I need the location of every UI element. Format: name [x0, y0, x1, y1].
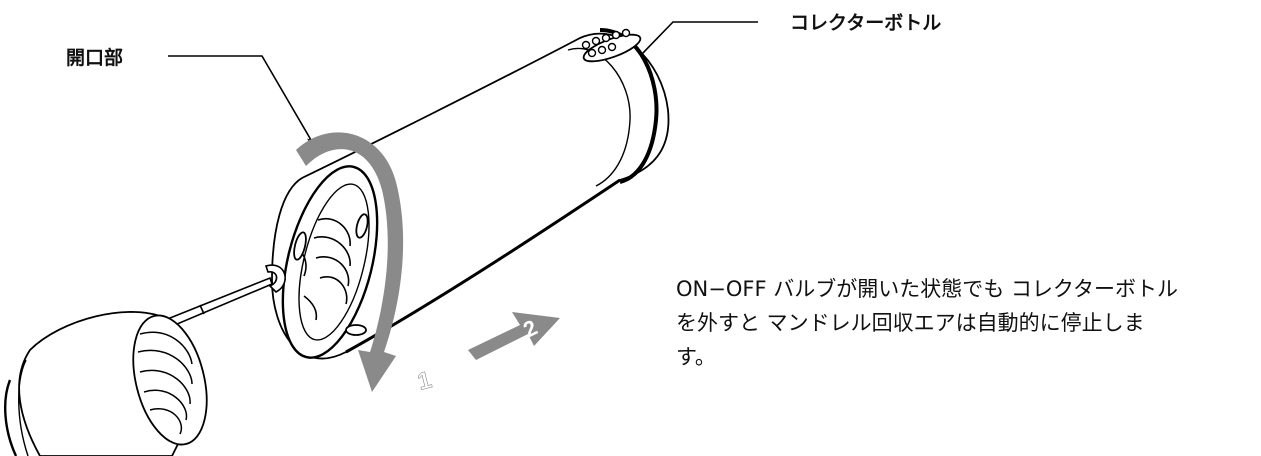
collector-bottle-label: コレクターボトル — [790, 12, 942, 34]
collector-bottle — [271, 28, 670, 360]
description-text: ON−OFF バルブが開いた状態でも コレクターボトル を外すと マンドレル回収… — [676, 272, 1256, 374]
description-line: ON−OFF バルブが開いた状態でも コレクターボトル — [676, 277, 1179, 301]
pull-arrow-2 — [468, 312, 560, 360]
opening-label: 開口部 — [66, 47, 124, 69]
leader-line-opening — [168, 55, 321, 154]
base-housing — [4, 311, 208, 456]
description-line: を外すと マンドレル回収エアは自動的に停止しま — [676, 311, 1145, 335]
description-line: す。 — [676, 345, 716, 369]
rotate-arrow-1 — [296, 132, 404, 392]
step-1-label: 1 — [415, 366, 434, 395]
